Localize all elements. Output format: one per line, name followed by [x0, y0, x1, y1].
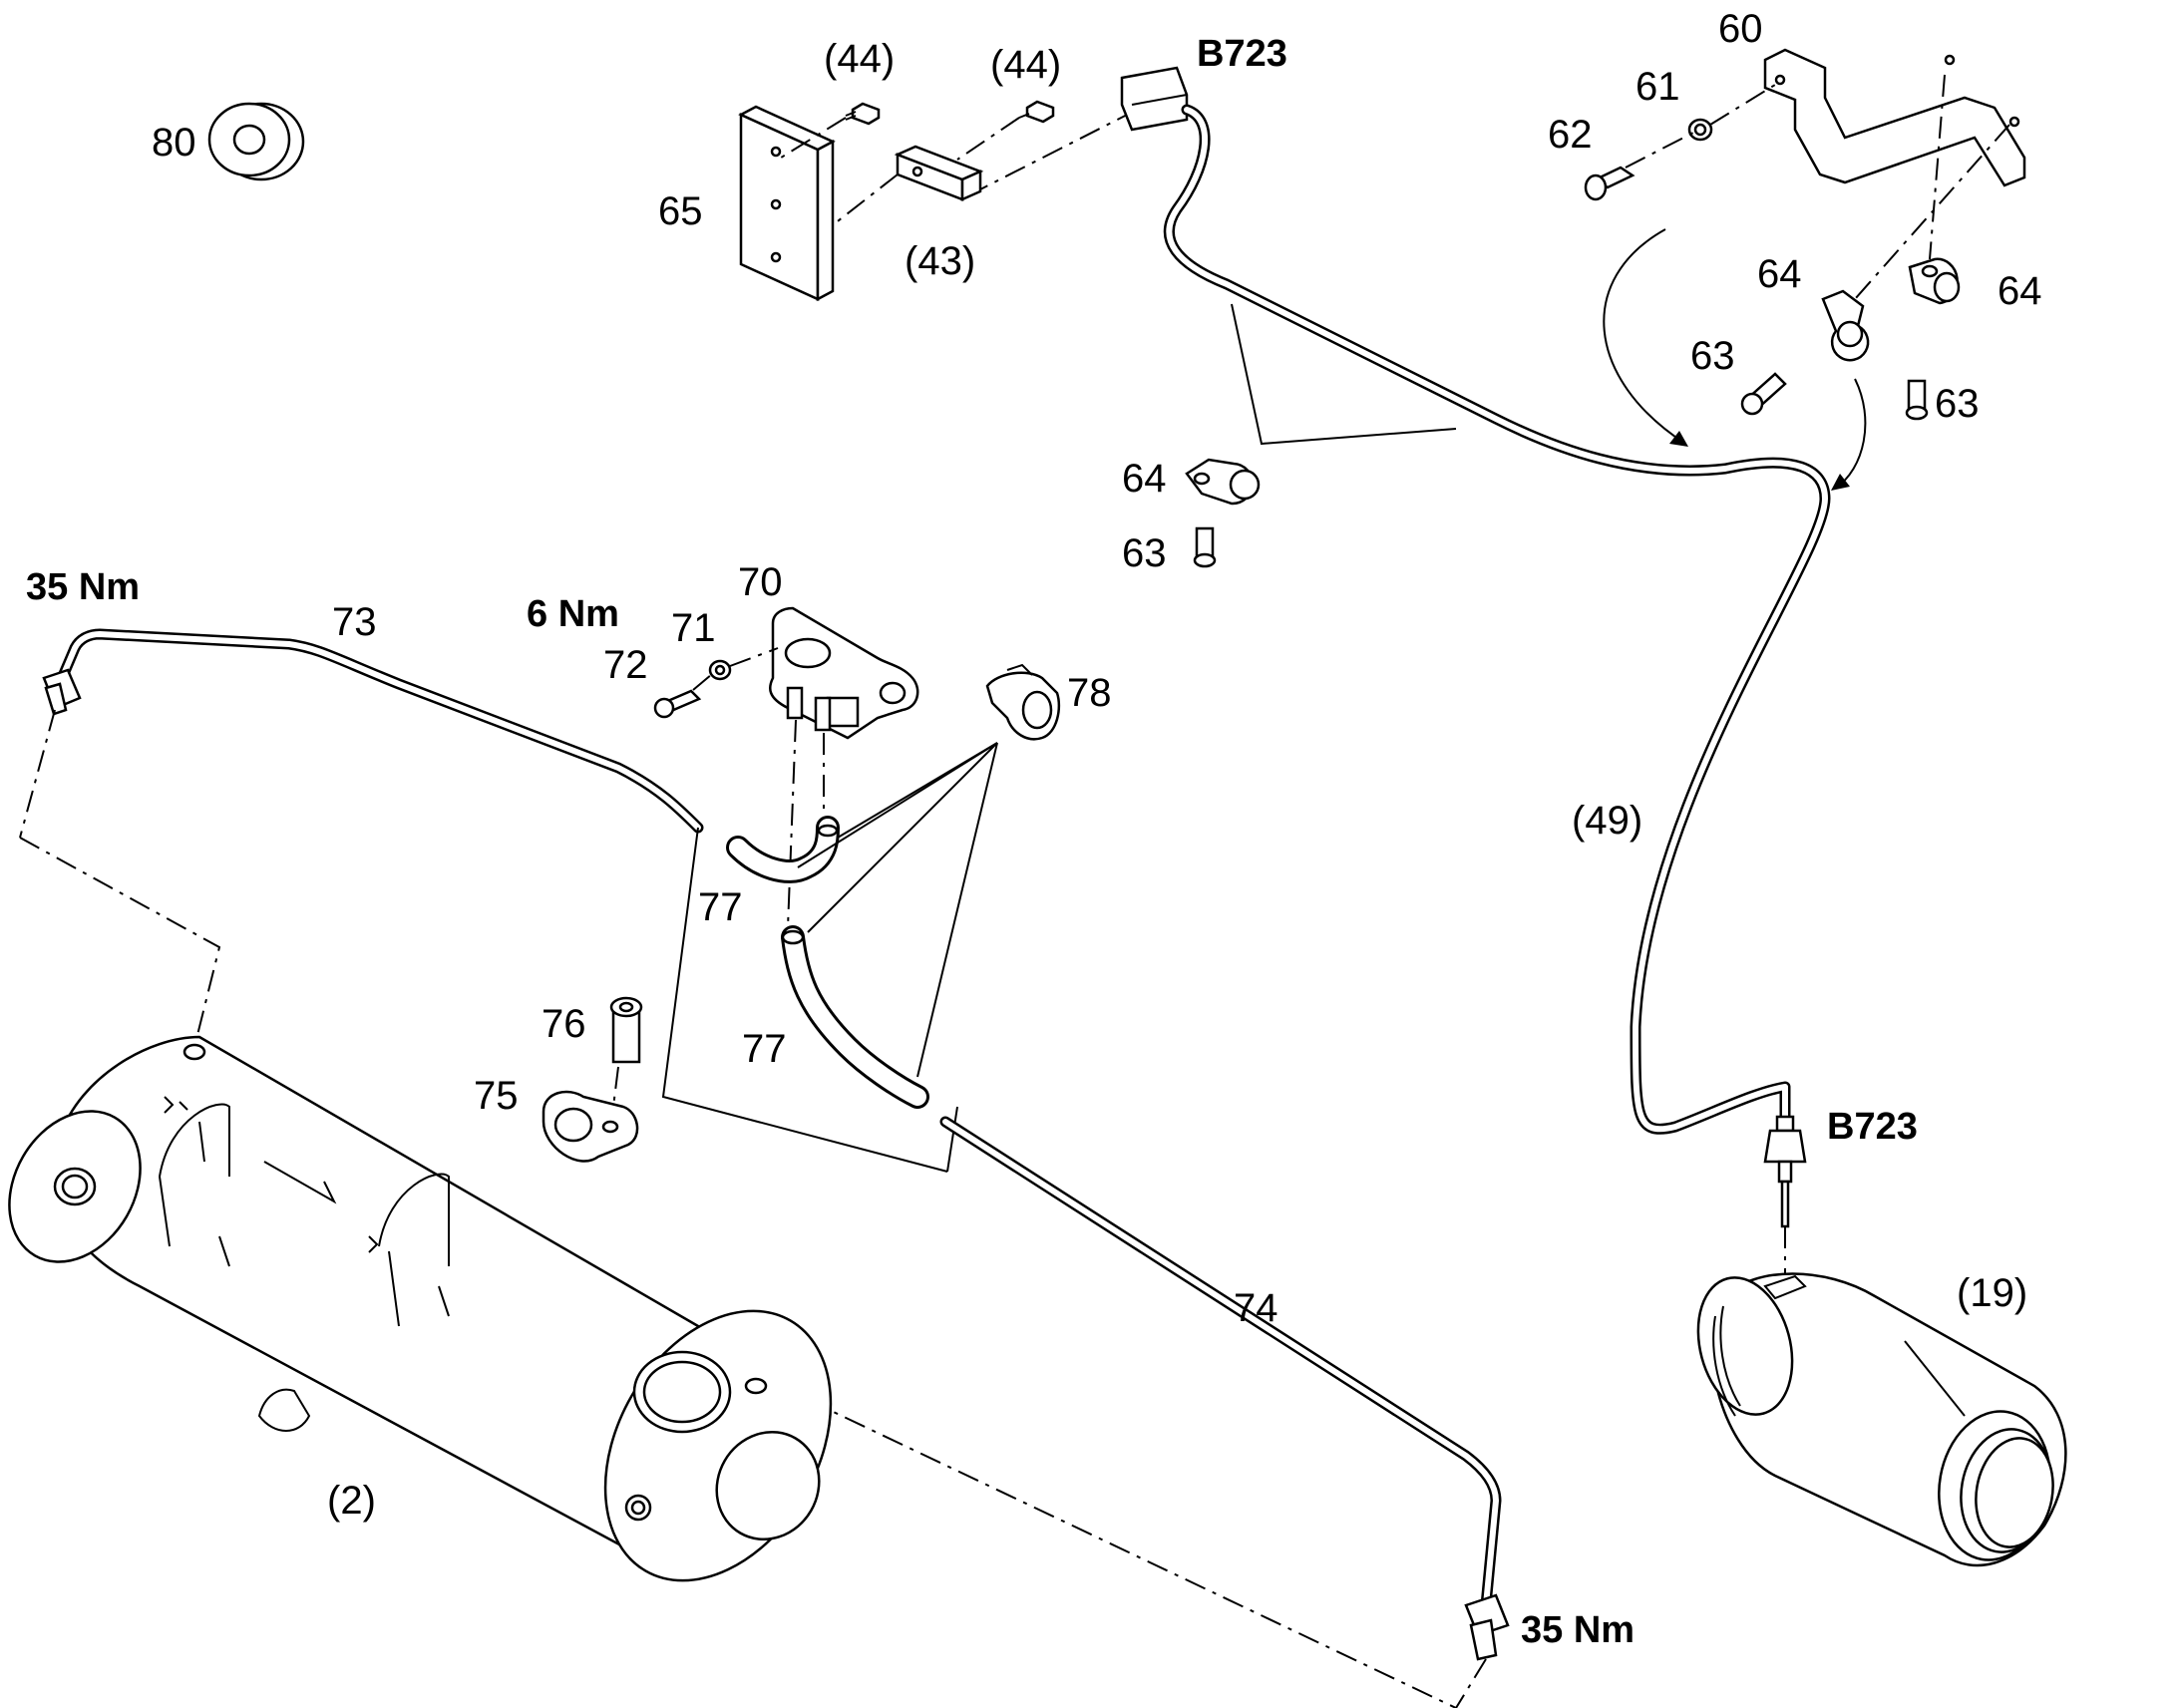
- dash-76-75: [612, 1066, 619, 1108]
- washer-61: [1687, 118, 1713, 142]
- label-77-lower: 77: [742, 1027, 787, 1071]
- arrow-curve-left: [1603, 228, 1686, 445]
- label-64-mid: 64: [1122, 457, 1167, 501]
- label-torque-left: 35 Nm: [26, 566, 140, 608]
- screw-44-left: [845, 102, 881, 126]
- label-78: 78: [1067, 671, 1112, 715]
- label-torque-right: 35 Nm: [1521, 1609, 1635, 1651]
- label-b723-bottom: B723: [1827, 1106, 1918, 1148]
- dash-74-to-2: [747, 1374, 1487, 1708]
- label-64-upper-right: 64: [1998, 269, 2042, 313]
- label-64-upper-left: 64: [1757, 252, 1802, 296]
- pipe-74: [939, 1116, 1502, 1611]
- label-65: 65: [658, 189, 703, 233]
- label-2: (2): [327, 1479, 376, 1523]
- label-62: 62: [1548, 113, 1593, 157]
- leader-74-junction: [661, 827, 948, 1173]
- cable-clamp-64-mid: [1185, 458, 1261, 506]
- screw-44-right: [1018, 100, 1055, 124]
- arrowhead-right: [1831, 474, 1850, 491]
- pipe-74-inner: [942, 1119, 1499, 1608]
- dash-61-60: [1709, 84, 1776, 126]
- hose-77-upper: [726, 816, 840, 883]
- label-44-left: (44): [824, 37, 895, 81]
- bracket-60: [1763, 48, 2026, 187]
- screw-63-upper-right: [1905, 379, 1929, 421]
- label-60: 60: [1718, 7, 1763, 51]
- label-61: 61: [1635, 65, 1680, 109]
- connector-b723-top: [1120, 66, 1189, 132]
- clip-43: [894, 145, 984, 201]
- dash-70-hose-a: [787, 719, 797, 928]
- bracket-plate-65: [738, 105, 836, 302]
- sensor-cable-upper-inner: [1166, 107, 1828, 1133]
- leader-78-a: [837, 742, 998, 839]
- hose-clip-78: [985, 663, 1061, 741]
- screw-62: [1584, 166, 1635, 201]
- screw-63-mid: [1193, 526, 1217, 568]
- arrowhead-left: [1669, 431, 1688, 447]
- washer-80: [207, 102, 305, 181]
- label-80: 80: [152, 121, 196, 165]
- label-63-upper-left: 63: [1690, 334, 1735, 378]
- label-torque-sensor: 6 Nm: [527, 593, 619, 635]
- label-44-right: (44): [990, 43, 1061, 87]
- dash-72-71: [692, 673, 713, 691]
- dash-44-43: [956, 117, 1020, 161]
- label-63-upper-right: 63: [1935, 382, 1980, 426]
- label-76: 76: [542, 1002, 586, 1046]
- cable-clamp-64-upper-a: [1908, 257, 1961, 305]
- label-75: 75: [474, 1074, 519, 1118]
- dash-71-70: [729, 647, 779, 667]
- dash-60-64a: [1929, 74, 1946, 260]
- label-71: 71: [671, 606, 716, 650]
- label-73: 73: [332, 600, 377, 644]
- screw-76: [609, 996, 643, 1064]
- pressure-sensor-70: [769, 606, 919, 740]
- leader-78-b: [916, 742, 998, 1078]
- clamp-75: [542, 1090, 639, 1163]
- label-77-upper: 77: [698, 885, 743, 929]
- leader-cable-64: [1231, 303, 1457, 446]
- label-72: 72: [603, 643, 648, 687]
- dash-62-61: [1625, 131, 1696, 169]
- dash-60-64b: [1854, 124, 2010, 300]
- label-19: (19): [1957, 1271, 2027, 1315]
- pipe-73-inner: [55, 631, 701, 831]
- washer-71: [708, 659, 732, 681]
- hose-77-lower: [781, 925, 929, 1109]
- dash-73-to-2: [19, 709, 56, 839]
- dash-73-path: [19, 837, 221, 1048]
- label-43: (43): [905, 239, 975, 283]
- pipe-73: [52, 628, 704, 834]
- label-63-mid: 63: [1122, 531, 1167, 575]
- leader-74-b: [946, 1106, 958, 1173]
- sensor-cable-upper: [1163, 104, 1831, 1135]
- sensor-b723-bottom: [1763, 1115, 1807, 1228]
- dash-43-65: [833, 173, 899, 225]
- fitting-74-right: [1464, 1593, 1510, 1661]
- screw-72: [653, 689, 702, 719]
- label-b723-top: B723: [1197, 33, 1287, 75]
- converter-19: [1696, 1272, 2067, 1567]
- label-49: (49): [1572, 799, 1642, 843]
- arrow-curve-right: [1834, 378, 1867, 490]
- exhaust-canister-2: [8, 1035, 833, 1582]
- dash-44-65: [777, 117, 847, 161]
- cable-clamp-64-upper-b: [1821, 289, 1870, 362]
- dash-connector-43: [979, 109, 1138, 190]
- fitting-73-left: [42, 668, 82, 716]
- screw-63-upper-left: [1740, 372, 1787, 416]
- label-70: 70: [738, 560, 783, 604]
- label-74: 74: [1234, 1286, 1278, 1330]
